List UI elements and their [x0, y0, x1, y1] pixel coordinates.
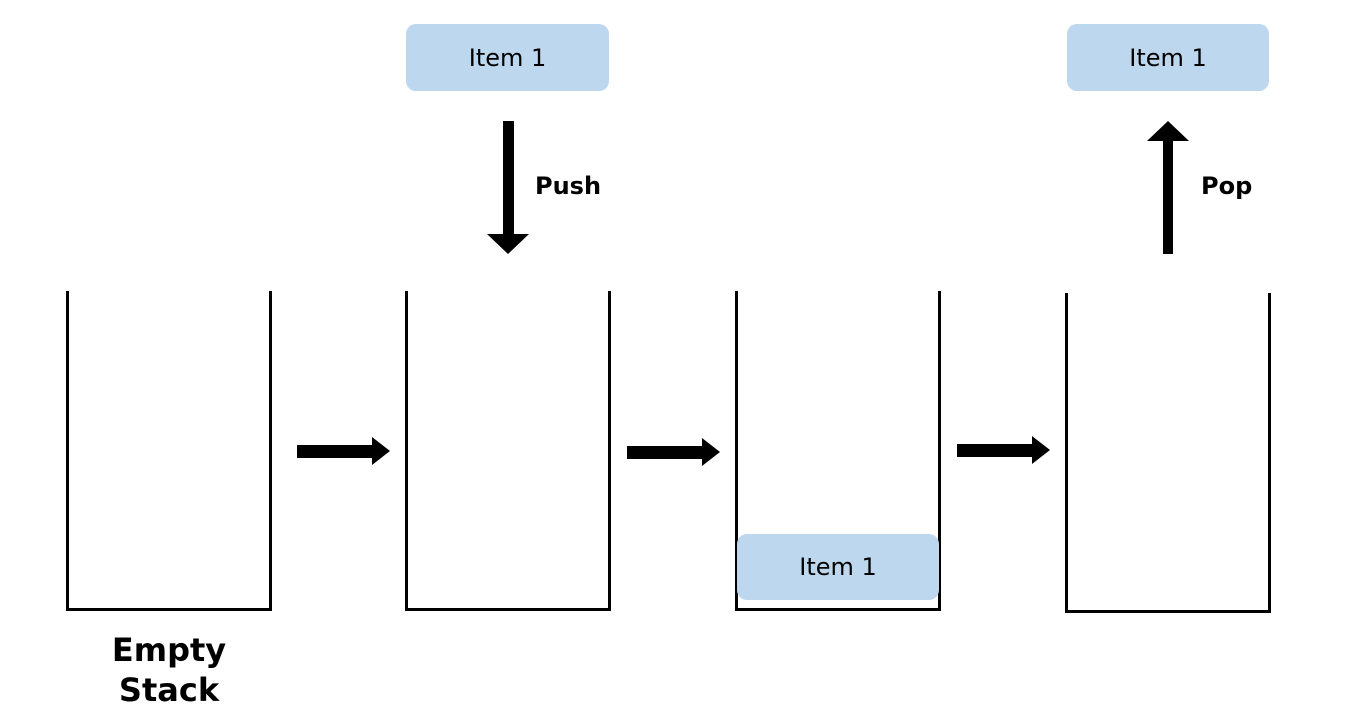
pop-item-label: Item 1: [1129, 43, 1207, 72]
stack-container-empty: [66, 291, 272, 611]
stack-container-popped: [1065, 293, 1271, 613]
stack-container-push: [405, 291, 611, 611]
caption-line-empty: Empty: [111, 631, 227, 669]
transition-arrow-3-icon: [957, 436, 1050, 464]
push-down-arrow-icon: [487, 121, 529, 254]
caption-line-stack: Stack: [118, 671, 220, 709]
transition-arrow-1-icon: [297, 437, 390, 465]
pop-label: Pop: [1201, 172, 1253, 200]
push-item-box: Item 1: [406, 24, 609, 91]
pop-up-arrow-icon: [1147, 121, 1189, 254]
transition-arrow-2-icon: [627, 438, 720, 466]
pop-item-box: Item 1: [1067, 24, 1269, 91]
push-label: Push: [535, 172, 602, 200]
stacked-item-box: Item 1: [737, 534, 939, 600]
push-item-label: Item 1: [468, 43, 547, 72]
stack-container-filled: [735, 291, 941, 611]
empty-stack-caption: Empty Stack: [66, 630, 272, 710]
stacked-item-label: Item 1: [799, 553, 877, 581]
